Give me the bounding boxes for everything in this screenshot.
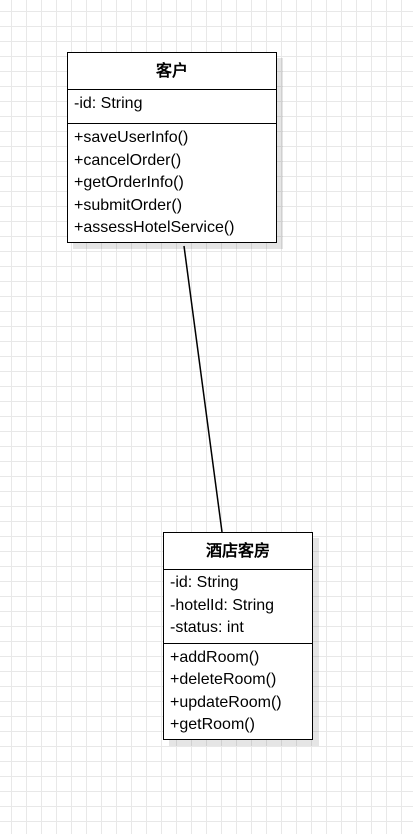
attribute-row: -id: String: [170, 574, 239, 591]
class-box-hotel-room[interactable]: 酒店客房 -id: String -hotelId: String -statu…: [163, 532, 313, 740]
class-name: 客户: [68, 53, 276, 90]
attribute-section: -id: String -hotelId: String -status: in…: [164, 570, 312, 644]
method-row: +updateRoom(): [170, 693, 282, 711]
class-box-customer[interactable]: 客户 -id: String +saveUserInfo() +cancelOr…: [67, 52, 277, 243]
method-section: +saveUserInfo() +cancelOrder() +getOrder…: [68, 124, 276, 242]
method-row: +deleteRoom(): [170, 671, 277, 688]
attribute-row: -status: int: [170, 619, 244, 636]
attribute-row: -id: String: [74, 95, 143, 112]
method-row: +saveUserInfo(): [74, 129, 189, 146]
method-row: +cancelOrder(): [74, 151, 182, 169]
method-row: +addRoom(): [170, 648, 260, 666]
method-row: +assessHotelService(): [74, 219, 235, 236]
attribute-row: -hotelId: String: [170, 596, 275, 614]
method-row: +submitOrder(): [74, 196, 183, 214]
association-line[interactable]: [183, 245, 223, 533]
method-section: +addRoom() +deleteRoom() +updateRoom() +…: [164, 644, 312, 739]
class-name: 酒店客房: [164, 533, 312, 570]
method-row: +getRoom(): [170, 716, 255, 733]
method-row: +getOrderInfo(): [74, 174, 184, 191]
attribute-section: -id: String: [68, 90, 276, 124]
